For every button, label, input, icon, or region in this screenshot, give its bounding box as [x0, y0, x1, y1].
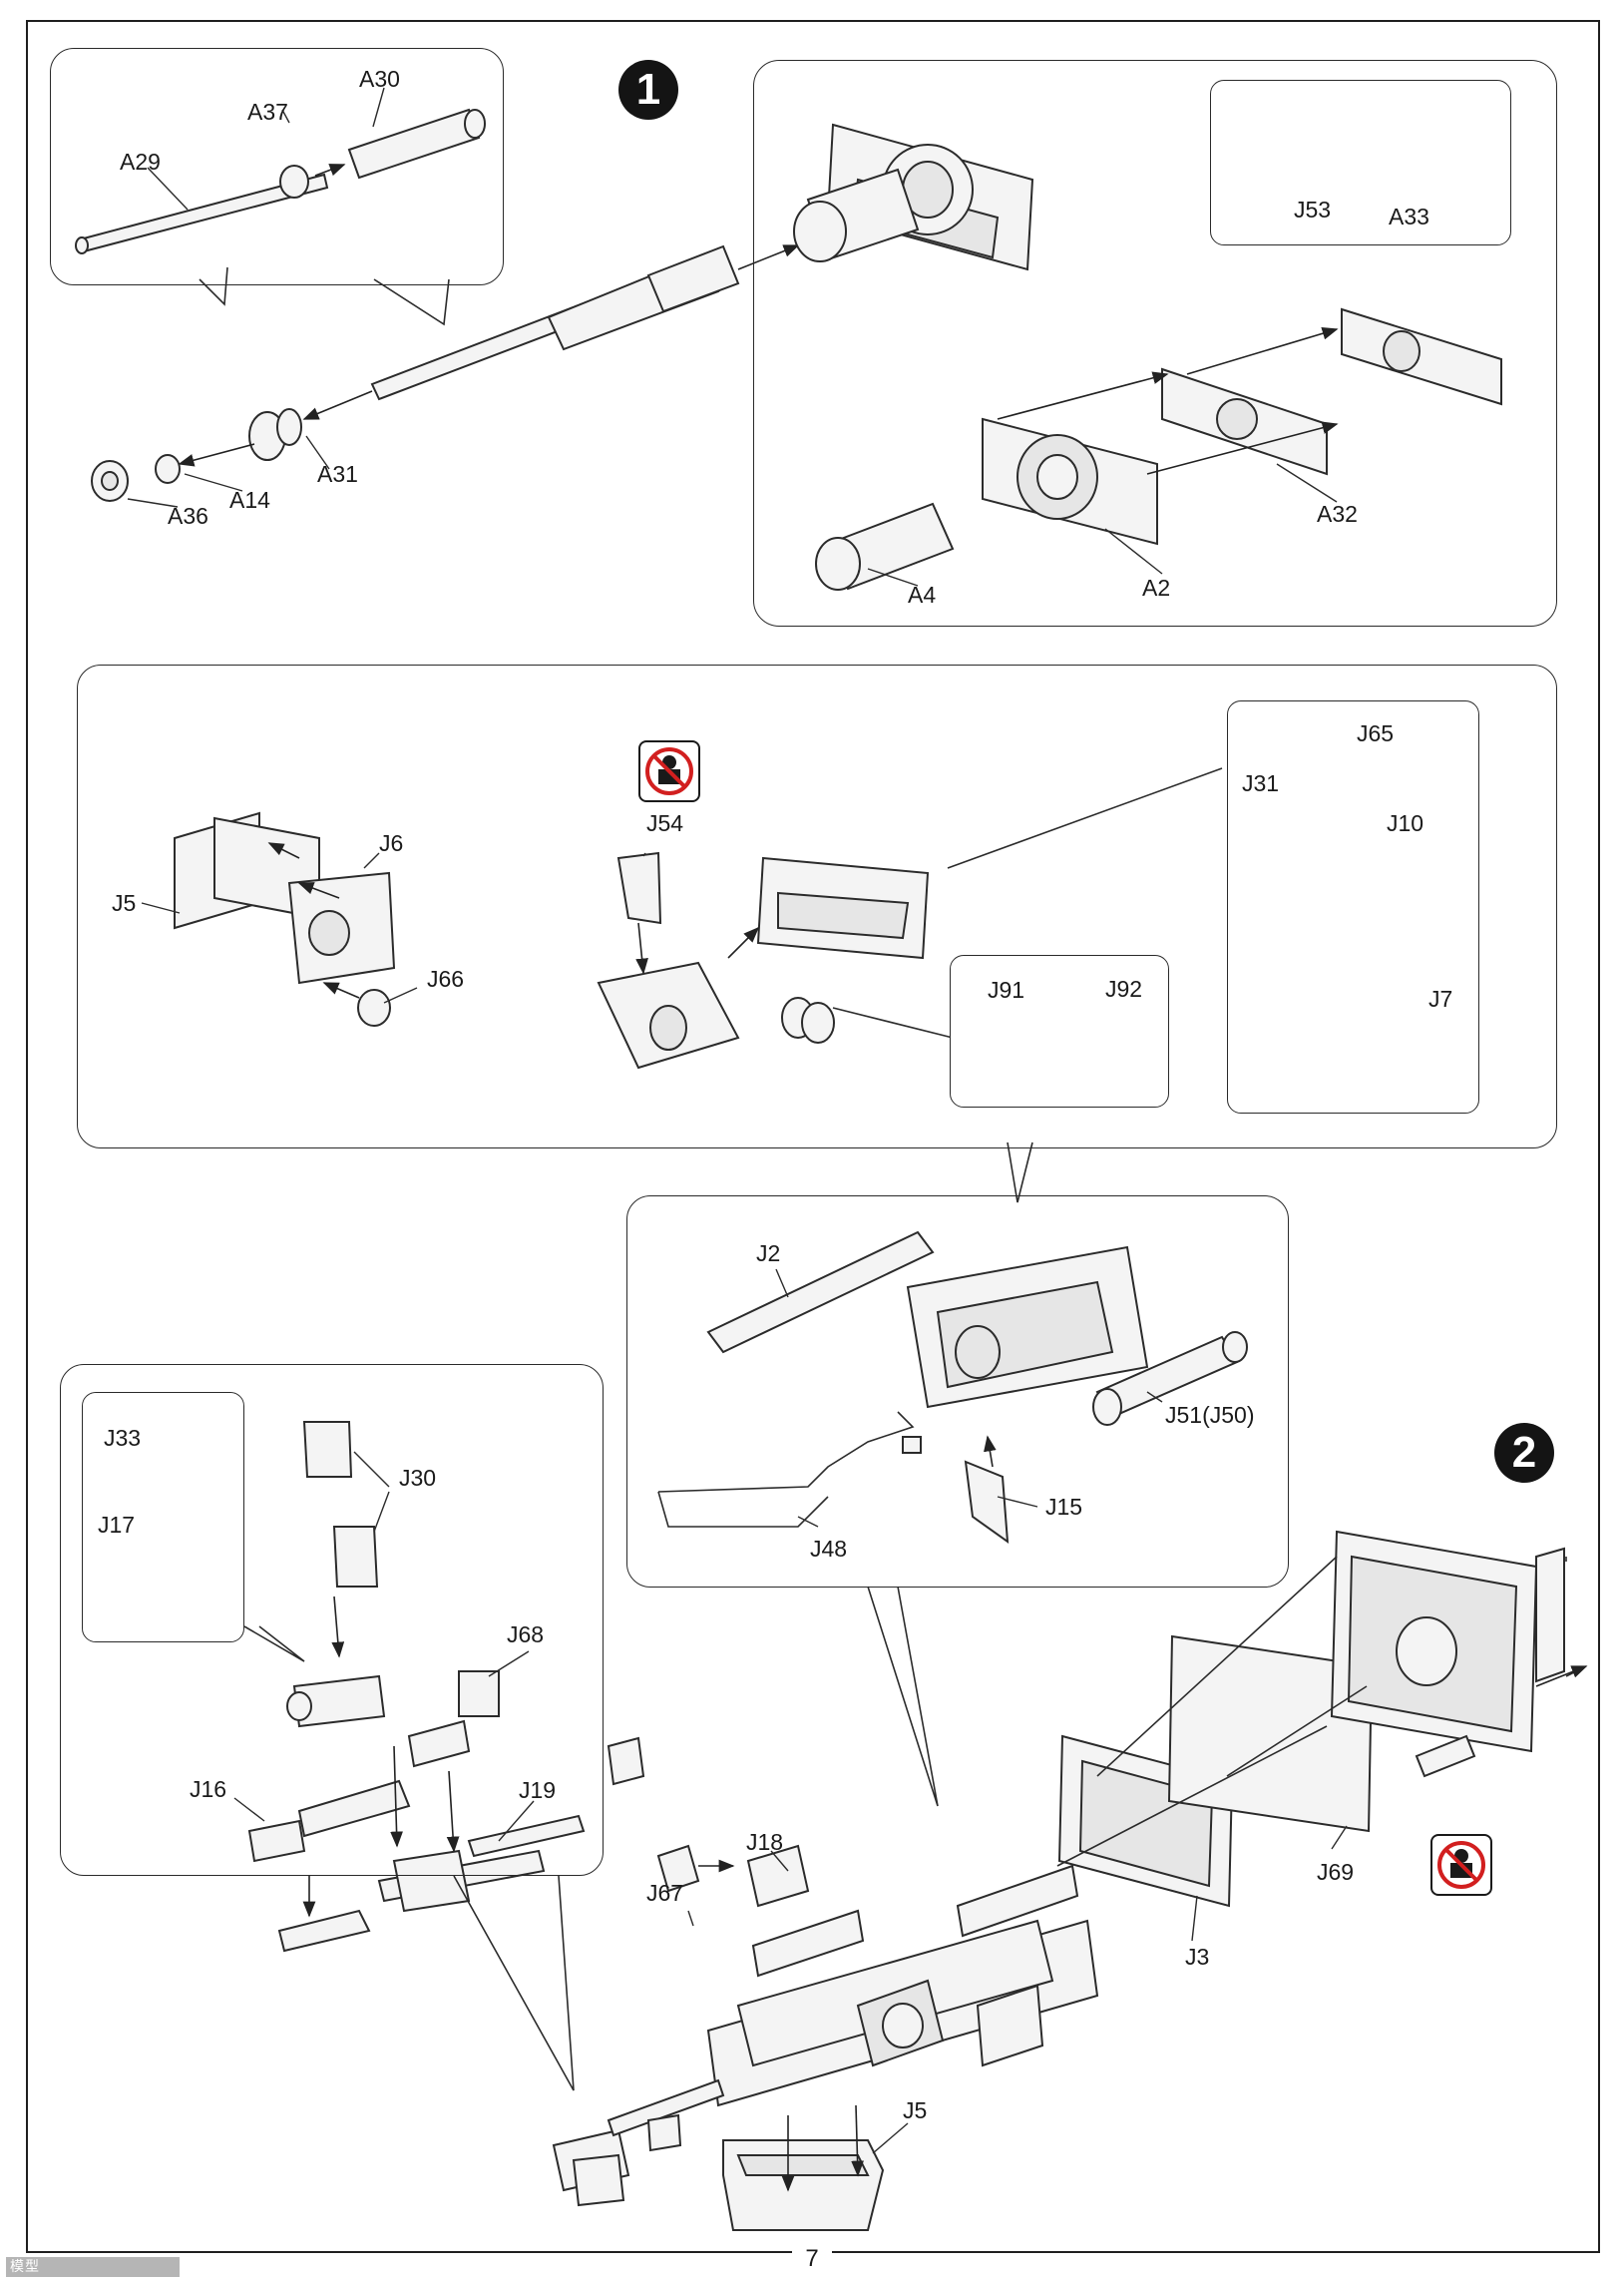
label-j18: J18: [746, 1829, 784, 1855]
label-a36: A36: [168, 503, 208, 529]
step1-barrel-detail-panel: [50, 48, 504, 285]
elevation-panel: [60, 1364, 604, 1876]
breech-panel: [77, 665, 1557, 1148]
label-j10: J10: [1387, 810, 1424, 836]
label-j91: J91: [988, 977, 1025, 1003]
label-j31: J31: [1242, 770, 1280, 796]
label-j68: J68: [507, 1621, 545, 1647]
label-j33: J33: [104, 1425, 142, 1451]
turret-front-assembly: [552, 1530, 1588, 2231]
label-j92: J92: [1105, 976, 1143, 1002]
no-glue-prohibition-icon: [638, 740, 700, 802]
callout-lines: [243, 278, 1033, 2091]
j53-a33-inset: [1210, 80, 1511, 245]
label-j17: J17: [98, 1512, 136, 1538]
page-number: 7: [792, 2245, 832, 2273]
label-j51-j50: J51(J50): [1165, 1402, 1255, 1428]
barrel-assembly: [91, 244, 800, 502]
label-j2: J2: [756, 1240, 781, 1266]
label-j30: J30: [399, 1465, 437, 1491]
label-j5-bottom: J5: [903, 2097, 928, 2123]
label-a14: A14: [229, 487, 270, 513]
label-j7: J7: [1428, 986, 1453, 1012]
label-j19: J19: [519, 1777, 557, 1803]
label-a4: A4: [908, 582, 937, 608]
label-j54: J54: [646, 810, 684, 836]
label-a32: A32: [1317, 501, 1358, 527]
label-j66: J66: [427, 966, 465, 992]
label-a31: A31: [317, 461, 358, 487]
label-j15: J15: [1045, 1494, 1083, 1520]
j10-j7-inset: [1227, 700, 1479, 1114]
label-a30: A30: [359, 66, 400, 92]
label-j65: J65: [1357, 720, 1395, 746]
cradle-panel: [626, 1195, 1289, 1588]
j91-j92-inset: [950, 955, 1169, 1108]
barrel-tip-detail: [75, 108, 486, 306]
label-j16: J16: [190, 1776, 227, 1802]
label-j67: J67: [646, 1880, 684, 1906]
label-j5-top: J5: [112, 890, 137, 916]
step-1-badge: 1: [618, 60, 678, 120]
label-a33: A33: [1389, 204, 1429, 229]
mantlet-subassembly: [815, 307, 1502, 591]
step-2-badge: 2: [1494, 1423, 1554, 1483]
mantlet-assembly: [793, 123, 1034, 271]
breech-subassembly: [174, 767, 1223, 1070]
label-a29: A29: [120, 149, 161, 175]
label-j6: J6: [379, 830, 404, 856]
label-a37: A37: [247, 99, 288, 125]
j33-j17-inset: [82, 1392, 244, 1642]
label-j53: J53: [1294, 197, 1332, 223]
gun-cradle-subassembly: [657, 1230, 1248, 1545]
site-watermark: 模型 www.moxingzhan.com: [6, 2257, 184, 2280]
label-a2: A2: [1142, 575, 1171, 601]
no-glue-prohibition-icon: [1430, 1834, 1492, 1896]
label-j48: J48: [810, 1536, 848, 1562]
label-j69: J69: [1317, 1859, 1355, 1885]
step1-mantlet-panel: [753, 60, 1557, 627]
label-j3: J3: [1185, 1944, 1210, 1970]
